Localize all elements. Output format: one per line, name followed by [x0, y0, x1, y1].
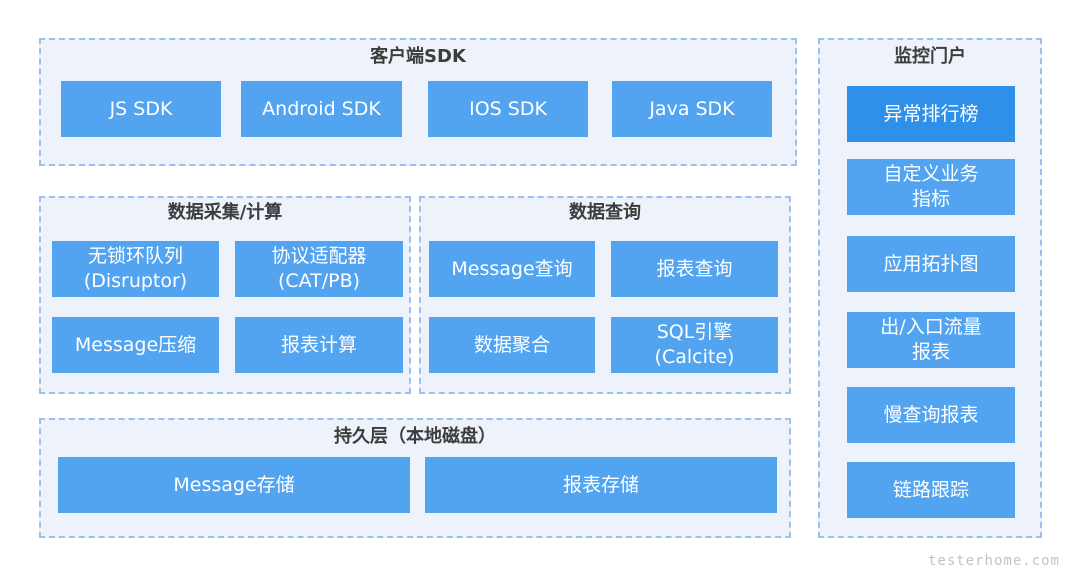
ios-sdk-box[interactable]: IOS SDK [428, 81, 588, 137]
persist-title: 持久层（本地磁盘） [334, 426, 496, 447]
android-sdk-label: Android SDK [262, 97, 381, 120]
java-sdk-box[interactable]: Java SDK [612, 81, 772, 137]
slow-query-report-box[interactable]: 慢查询报表 [847, 387, 1015, 443]
slow-query-report-label: 慢查询报表 [883, 403, 979, 426]
data-aggregate-box[interactable]: 数据聚合 [429, 317, 595, 373]
query-group: 数据查询 Message查询 报表查询 数据聚合 SQL引擎 (Calcite) [419, 196, 791, 394]
protocol-adapter-label: 协议适配器 [271, 245, 367, 267]
message-storage-label: Message存储 [173, 473, 295, 496]
portal-title: 监控门户 [894, 46, 966, 67]
data-aggregate-label: 数据聚合 [473, 333, 550, 356]
report-compute-label: 报表计算 [280, 333, 357, 356]
message-query-box[interactable]: Message查询 [429, 241, 595, 297]
report-storage-label: 报表存储 [562, 473, 639, 496]
lockfree-ring-queue-box[interactable]: 无锁环队列 (Disruptor) [52, 241, 219, 297]
exception-ranking-box[interactable]: 异常排行榜 [847, 86, 1015, 142]
app-topology-label: 应用拓扑图 [883, 252, 979, 275]
watermark: testerhome.com [927, 553, 1060, 569]
lockfree-ring-queue-sub: (Disruptor) [83, 270, 188, 292]
collect-group: 数据采集/计算 无锁环队列 (Disruptor) 协议适配器 (CAT/PB)… [39, 196, 411, 394]
ios-sdk-label: IOS SDK [469, 97, 547, 120]
message-query-label: Message查询 [451, 257, 573, 280]
message-compress-label: Message压缩 [74, 333, 197, 356]
lockfree-ring-queue-label: 无锁环队列 [87, 245, 183, 267]
collect-title: 数据采集/计算 [167, 202, 283, 223]
java-sdk-label: Java SDK [649, 97, 735, 120]
protocol-adapter-box[interactable]: 协议适配器 (CAT/PB) [235, 241, 403, 297]
message-storage-box[interactable]: Message存储 [58, 457, 410, 513]
client-sdk-group: 客户端SDK JS SDK Android SDK IOS SDK Java S… [39, 38, 797, 166]
portal-group: 监控门户 异常排行榜 自定义业务 指标 应用拓扑图 出/入口流量 报表 慢查询报… [818, 38, 1042, 538]
trace-tracking-box[interactable]: 链路跟踪 [847, 462, 1015, 518]
message-compress-box[interactable]: Message压缩 [52, 317, 219, 373]
protocol-adapter-sub: (CAT/PB) [277, 270, 361, 292]
js-sdk-box[interactable]: JS SDK [61, 81, 221, 137]
exception-ranking-label: 异常排行榜 [883, 102, 979, 125]
js-sdk-label: JS SDK [109, 97, 173, 120]
android-sdk-box[interactable]: Android SDK [241, 81, 402, 137]
traffic-report-label: 出/入口流量 [880, 316, 982, 338]
sql-engine-sub: (Calcite) [654, 346, 735, 368]
client-sdk-title: 客户端SDK [370, 46, 466, 67]
sql-engine-label: SQL引擎 [656, 321, 733, 343]
report-compute-box[interactable]: 报表计算 [235, 317, 403, 373]
custom-metrics-box[interactable]: 自定义业务 指标 [847, 159, 1015, 215]
trace-tracking-label: 链路跟踪 [892, 478, 969, 501]
traffic-report-box[interactable]: 出/入口流量 报表 [847, 312, 1015, 368]
report-query-label: 报表查询 [656, 257, 733, 280]
app-topology-box[interactable]: 应用拓扑图 [847, 236, 1015, 292]
custom-metrics-label: 自定义业务 [883, 163, 979, 185]
sql-engine-box[interactable]: SQL引擎 (Calcite) [611, 317, 778, 373]
report-query-box[interactable]: 报表查询 [611, 241, 778, 297]
persist-group: 持久层（本地磁盘） Message存储 报表存储 [39, 418, 791, 538]
traffic-report-sub: 报表 [911, 341, 950, 363]
report-storage-box[interactable]: 报表存储 [425, 457, 777, 513]
query-title: 数据查询 [569, 202, 641, 223]
custom-metrics-sub: 指标 [911, 188, 950, 210]
